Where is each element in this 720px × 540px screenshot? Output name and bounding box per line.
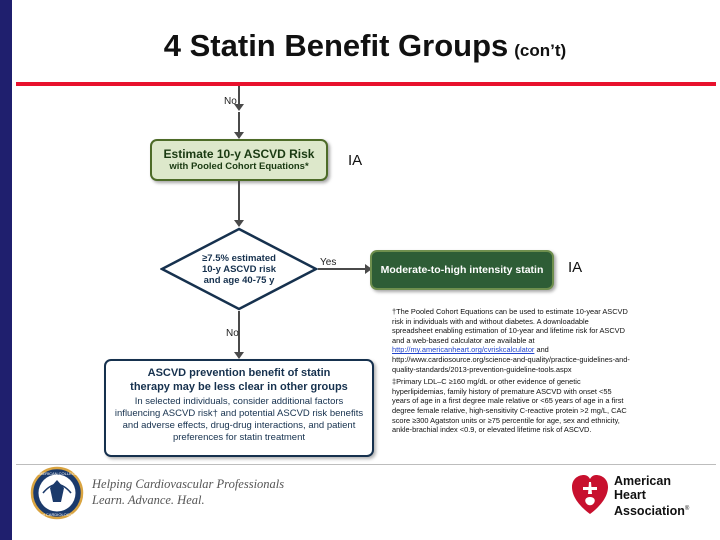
label-top-no: No	[224, 96, 237, 107]
ia-label-estimate: IA	[348, 152, 363, 169]
aha-logo-block: American Heart Association®	[570, 472, 700, 522]
arrow-top-head-icon	[234, 104, 244, 111]
other-groups-bold1: ASCVD prevention benefit of statin	[147, 367, 331, 379]
acc-tagline-line1: Helping Cardiovascular Professionals	[92, 477, 285, 491]
decision-line2: 10-y ASCVD risk	[201, 263, 277, 275]
svg-text:AMERICAN COLLEGE: AMERICAN COLLEGE	[36, 471, 77, 476]
aha-wordmark: American Heart Association®	[614, 474, 689, 518]
other-groups-box: ASCVD prevention benefit of statin thera…	[104, 359, 374, 457]
arrow-yes-stem	[318, 268, 366, 270]
other-groups-bold2: therapy may be less clear in other group…	[130, 380, 348, 393]
arrow-to-estimate-stem	[238, 112, 240, 134]
arrow-no-stem	[238, 311, 240, 353]
page-title: 4 Statin Benefit Groups (con’t)	[20, 28, 710, 64]
diamond-shape-icon	[160, 227, 318, 311]
aha-line2: Heart	[614, 488, 646, 502]
aha-line3: Association®	[614, 502, 689, 518]
footnote-link-join: and	[536, 345, 549, 355]
acc-tagline: Helping Cardiovascular Professionals Lea…	[92, 476, 284, 508]
decision-diamond-text: ≥7.5% estimated 10-y ASCVD risk and age …	[160, 227, 318, 311]
left-navy-bar	[0, 0, 12, 540]
aha-line1: American	[614, 474, 671, 488]
footnote-link-cardiosource[interactable]: http://www.cardiosource.org/science-and-…	[392, 354, 630, 374]
label-no: No	[226, 328, 239, 339]
svg-text:of CARDIOLOGY: of CARDIOLOGY	[41, 512, 72, 517]
footnote-block: †The Pooled Cohort Equations can be used…	[392, 307, 630, 438]
statin-intensity-box: Moderate-to-high intensity statin	[370, 250, 554, 290]
arrow-yes-head-icon	[365, 264, 372, 274]
arrow-no-head-icon	[234, 352, 244, 359]
arrow-estimate-to-decision-stem	[238, 181, 240, 221]
arrow-top-stem	[238, 86, 240, 104]
decision-line3: and age 40-75 y	[203, 274, 275, 286]
aha-registered-mark: ®	[684, 506, 690, 512]
footnote-dagger-text: †The Pooled Cohort Equations can be used…	[392, 307, 630, 374]
label-yes: Yes	[320, 257, 337, 268]
ia-label-statin: IA	[568, 259, 583, 276]
other-groups-body: In selected individuals, consider additi…	[114, 396, 364, 443]
title-sub-text: (con’t)	[514, 41, 567, 60]
title-red-rule	[16, 82, 716, 86]
aha-line3-text: Association	[614, 504, 685, 519]
footnote-double-dagger-text: ‡Primary LDL–C ≥160 mg/dL or other evide…	[392, 377, 627, 435]
title-main-text: 4 Statin Benefit Groups	[163, 28, 509, 63]
left-white-gap	[12, 0, 16, 540]
decision-line1: ≥7.5% estimated	[202, 252, 276, 264]
aha-heart-torch-icon	[572, 475, 608, 514]
acc-seal-logo-icon: AMERICAN COLLEGE of CARDIOLOGY	[30, 466, 84, 520]
arrow-estimate-to-decision-head-icon	[234, 220, 244, 227]
footer-divider	[16, 464, 716, 465]
footnote-link-my-americanheart[interactable]: http://my.americanheart.org/cvriskcalcul…	[392, 345, 535, 355]
estimate-box-line1: Estimate 10-y ASCVD Risk	[163, 147, 315, 161]
arrow-to-estimate-head-icon	[234, 132, 244, 139]
estimate-risk-box: Estimate 10-y ASCVD Risk with Pooled Coh…	[150, 139, 328, 181]
acc-tagline-line2: Learn. Advance. Heal.	[92, 493, 205, 507]
decision-diamond: ≥7.5% estimated 10-y ASCVD risk and age …	[160, 227, 318, 311]
estimate-box-line2: with Pooled Cohort Equations*	[169, 161, 309, 172]
footnote-dagger-body: †The Pooled Cohort Equations can be used…	[392, 307, 628, 345]
